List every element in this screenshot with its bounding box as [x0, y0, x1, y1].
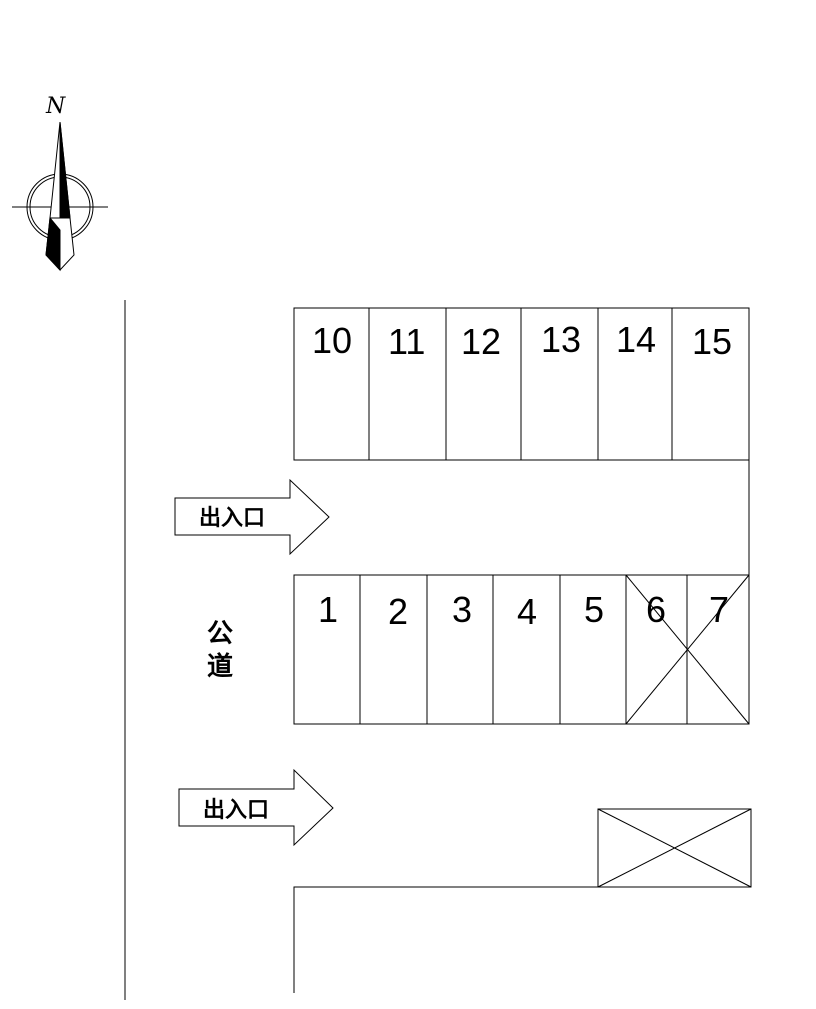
entrance-arrow-1: 出入口 — [174, 478, 330, 556]
space-15: 15 — [692, 321, 732, 362]
entrance-label-2: 出入口 — [203, 798, 269, 823]
space-11: 11 — [388, 321, 425, 362]
unavailable-cross-b — [625, 574, 750, 725]
space-4: 4 — [517, 591, 537, 632]
space-7: 7 — [709, 589, 729, 630]
space-13: 13 — [541, 319, 581, 360]
entrance-label-1: 出入口 — [199, 506, 265, 531]
lower-boundary-line — [293, 886, 598, 993]
space-10: 10 — [312, 320, 352, 361]
space-5: 5 — [584, 589, 604, 630]
north-label: N — [45, 94, 66, 119]
space-6: 6 — [646, 589, 666, 630]
entrance-arrow-2: 出入口 — [178, 768, 334, 847]
road-label-2: 道 — [207, 651, 233, 682]
bottom-row: 1 2 3 4 5 6 7 — [293, 574, 750, 725]
top-row: 10 11 12 13 14 15 — [293, 307, 750, 461]
space-3: 3 — [452, 589, 472, 630]
space-2: 2 — [388, 591, 408, 632]
space-12: 12 — [461, 321, 501, 362]
space-14: 14 — [616, 319, 656, 360]
no-parking-box — [597, 808, 752, 888]
space-1: 1 — [318, 589, 338, 630]
road-label-1: 公 — [207, 619, 233, 649]
north-arrow-icon: N — [12, 94, 108, 272]
